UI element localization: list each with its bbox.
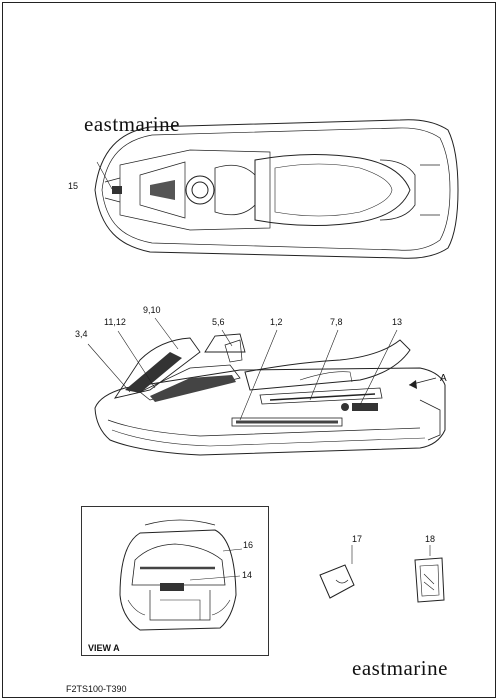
callout-18: 18 (425, 534, 436, 544)
top-view-hull (94, 119, 459, 259)
callout-15: 15 (68, 181, 79, 191)
callout-11-12: 11,12 (104, 317, 126, 327)
leader-lines (87, 161, 398, 421)
callout-3-4: 3,4 (75, 329, 88, 339)
rear-view-hull (119, 519, 243, 631)
callout-16: 16 (243, 540, 254, 550)
side-view-hull (94, 333, 446, 456)
callout-view-a: A (440, 373, 447, 384)
part-18-card (414, 545, 445, 603)
callout-14: 14 (242, 570, 253, 580)
part-17-tag (319, 545, 355, 599)
view-a-frame (81, 506, 269, 656)
view-a-label: VIEW A (88, 643, 120, 653)
callout-9-10: 9,10 (143, 305, 161, 315)
callout-13: 13 (392, 317, 403, 327)
callout-1-2: 1,2 (270, 317, 283, 327)
drawing-code: F2TS100-T390 (66, 684, 127, 694)
watermark-top: eastmarine (84, 112, 180, 136)
callout-5-6: 5,6 (212, 317, 225, 327)
view-a-arrow-icon (408, 377, 437, 389)
callout-7-8: 7,8 (330, 317, 343, 327)
callout-17: 17 (352, 534, 363, 544)
watermark-bottom: eastmarine (352, 656, 448, 680)
